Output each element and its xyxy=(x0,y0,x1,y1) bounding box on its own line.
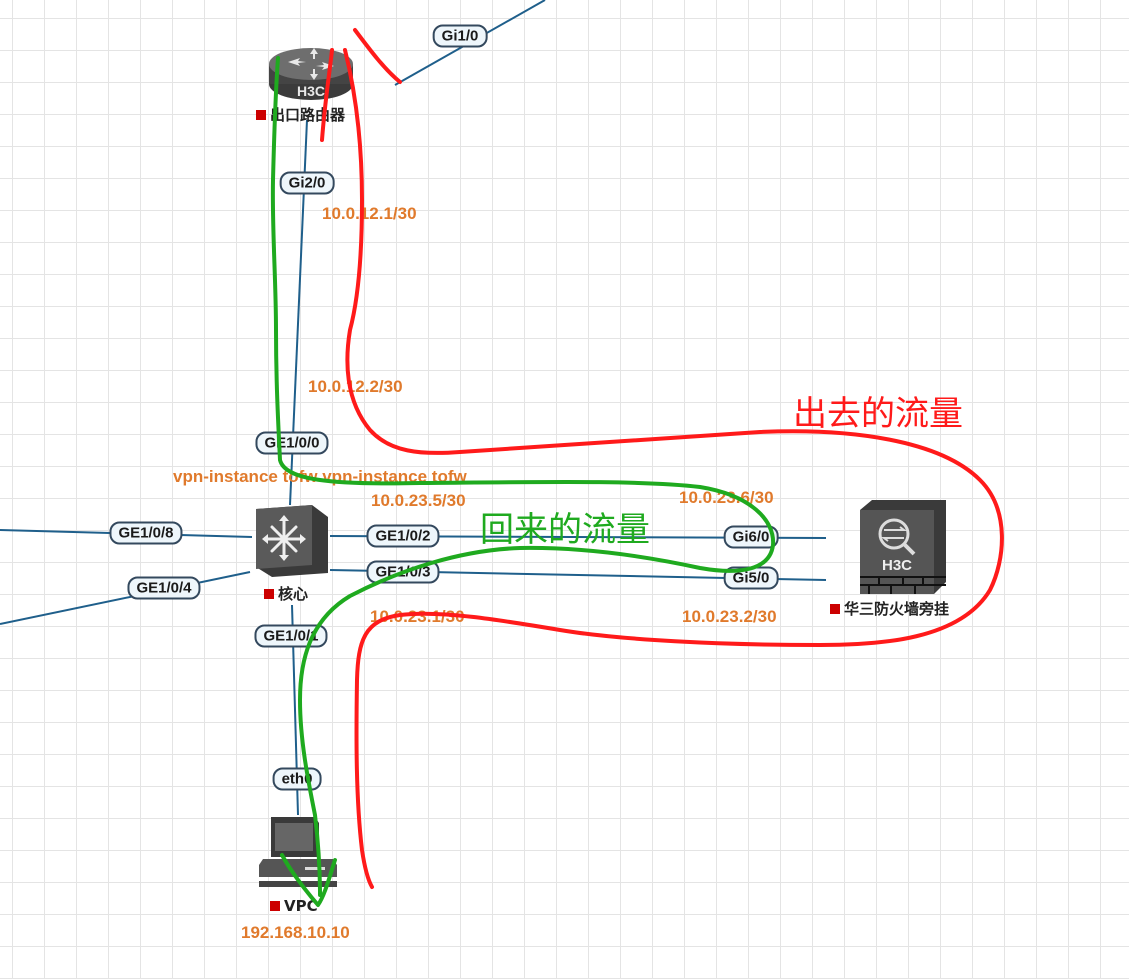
vpc-device[interactable] xyxy=(257,815,339,895)
firewall-device[interactable]: H3C xyxy=(860,500,946,594)
port-core-ge1-0-4[interactable]: GE1/0/4 xyxy=(127,576,201,600)
switch-icon xyxy=(256,505,328,577)
outbound-traffic-annotation: 出去的流量 xyxy=(793,394,963,434)
port-core-ge1-0-2[interactable]: GE1/0/2 xyxy=(366,524,440,548)
vpc-ip: 192.168.10.10 xyxy=(241,923,350,942)
port-router-gi1-0[interactable]: Gi1/0 xyxy=(432,24,488,48)
vpn-instance-label: vpn-instance tofw vpn-instance tofw xyxy=(173,467,467,486)
vpc-label: VPC xyxy=(270,897,318,915)
pc-icon xyxy=(259,817,337,887)
firewall-icon: H3C xyxy=(860,500,946,594)
port-fw-gi6-0[interactable]: Gi6/0 xyxy=(723,525,779,549)
router-brand: H3C xyxy=(297,83,325,99)
outbound-path-stroke xyxy=(320,28,1004,889)
status-square xyxy=(270,901,280,911)
port-vpc-eth0[interactable]: eth0 xyxy=(272,767,322,791)
core-switch-device[interactable] xyxy=(252,505,328,577)
status-square xyxy=(264,588,274,599)
core-label: 核心 xyxy=(264,583,308,604)
firewall-label: 华三防火墙旁挂 xyxy=(830,598,949,619)
ip-fw-side-b: 10.0.23.2/30 xyxy=(682,607,777,626)
vpc-name: VPC xyxy=(284,897,318,915)
ip-router-side: 10.0.12.1/30 xyxy=(322,204,417,223)
return-traffic-annotation: 回来的流量 xyxy=(480,510,650,550)
link-core-left-ge1-0-4 xyxy=(0,571,251,625)
port-core-ge1-0-8[interactable]: GE1/0/8 xyxy=(109,521,183,545)
port-router-gi2-0[interactable]: Gi2/0 xyxy=(279,171,335,195)
ip-core-uplink: 10.0.12.2/30 xyxy=(308,377,403,396)
ip-core-to-fw-b: 10.0.23.1/30 xyxy=(370,607,465,626)
firewall-name: 华三防火墙旁挂 xyxy=(844,600,950,618)
core-name: 核心 xyxy=(278,585,309,603)
return-path-stroke xyxy=(270,56,776,907)
firewall-brand: H3C xyxy=(882,557,912,574)
status-square xyxy=(830,603,840,614)
ip-fw-side-a: 10.0.23.6/30 xyxy=(679,488,774,507)
ip-core-to-fw-a: 10.0.23.5/30 xyxy=(371,491,466,510)
status-square xyxy=(256,109,266,120)
